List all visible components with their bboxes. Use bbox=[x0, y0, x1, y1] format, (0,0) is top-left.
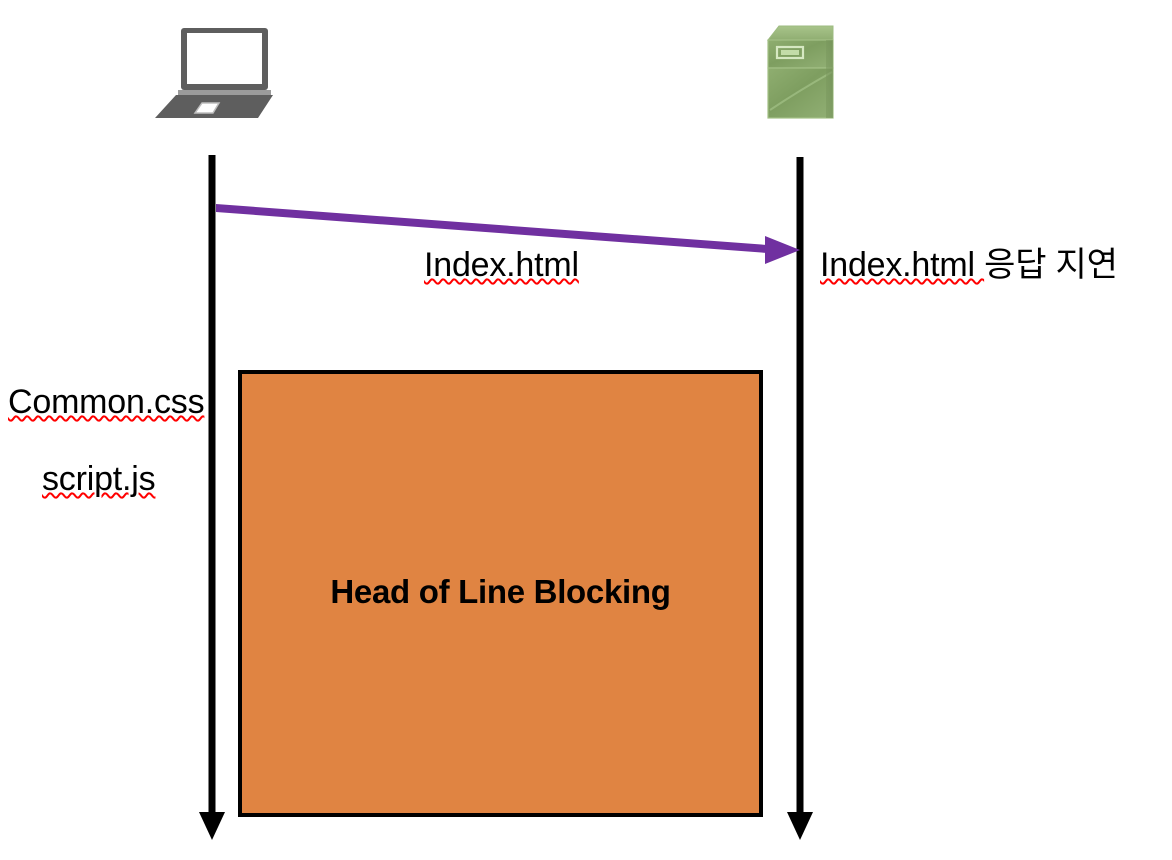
server-delay-label-filename: Index.html bbox=[820, 246, 985, 284]
queued-request-label-common-css: Common.css bbox=[8, 383, 205, 421]
server-delay-label: Index.html 응답 지연 bbox=[820, 246, 1118, 284]
head-of-line-blocking-label: Head of Line Blocking bbox=[330, 573, 671, 610]
lifeline-client bbox=[199, 155, 225, 840]
server-icon bbox=[766, 25, 834, 119]
message-arrow-index-html bbox=[216, 204, 800, 264]
head-of-line-blocking-box bbox=[238, 370, 763, 817]
laptop-icon bbox=[155, 28, 273, 118]
message-label-index-html: Index.html bbox=[424, 246, 579, 284]
queued-request-label-script-js: script.js bbox=[42, 460, 156, 498]
lifeline-server bbox=[787, 157, 813, 840]
server-delay-label-text: 응답 지연 bbox=[984, 246, 1118, 284]
